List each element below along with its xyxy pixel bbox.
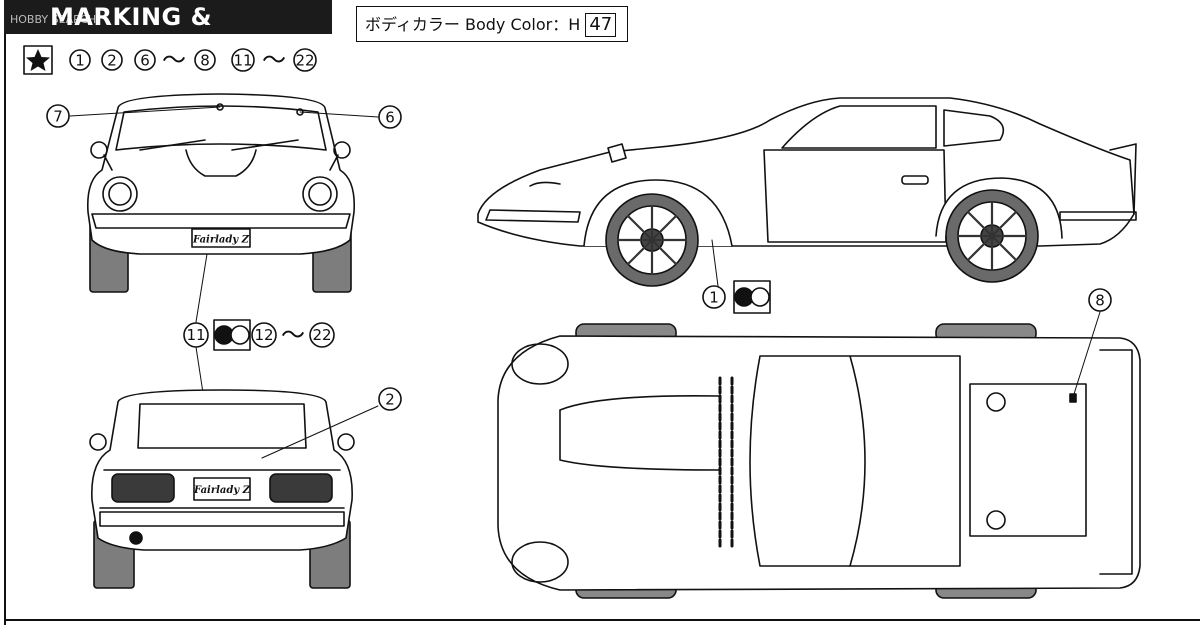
swatch-light-side [750, 287, 770, 307]
side-mirror [607, 143, 627, 163]
callout-8-text: 8 [1095, 292, 1105, 310]
front-headlight-right [302, 176, 338, 212]
front-mirror-left [90, 141, 108, 159]
front-bumper [91, 213, 351, 229]
star-part-1: 1 [69, 49, 91, 71]
watermark-text: HOBBY SEARCH [10, 13, 97, 26]
star-range-sep-1: 〜 [162, 46, 186, 74]
front-wiper-left [139, 139, 206, 151]
side-front-bumper [485, 209, 581, 223]
frame-border-bottom [4, 619, 1200, 621]
side-view: 1 [477, 97, 1137, 314]
star-part-22: 22 [293, 48, 317, 72]
body-color-box: ボディカラー Body Color：H 47 [356, 6, 628, 42]
side-window-front [781, 105, 937, 149]
section-title-bar: HOBBY SEARCH MARKING & PAINTING [4, 0, 332, 65]
rear-taillight-right [269, 473, 333, 503]
top-view: 8 [497, 288, 1141, 599]
rear-plate-text: Fairlady Z [193, 485, 251, 496]
front-headlight-left [102, 176, 138, 212]
rear-window [137, 403, 307, 449]
body-color-label: ボディカラー Body Color：H [365, 15, 581, 34]
star-part-8: 8 [194, 49, 216, 71]
top-roof [849, 355, 961, 567]
top-hatch [969, 383, 1087, 537]
front-mirror-right [333, 141, 351, 159]
callout-range-sep: 〜 [281, 321, 305, 349]
callout-11-text: 11 [186, 326, 205, 344]
rear-taillight-left [111, 473, 175, 503]
swatch-light-mid [230, 325, 250, 345]
callout-6-text: 6 [385, 109, 395, 127]
star-part-6: 6 [134, 49, 156, 71]
rear-mirror-left [89, 433, 107, 451]
side-window-rear [943, 109, 1005, 147]
rear-plate [193, 477, 251, 501]
star-part-22-text: 22 [295, 52, 314, 70]
star-marker-row: 1 2 6 〜 8 11 〜 22 [23, 45, 317, 75]
callout-2-text: 2 [385, 391, 395, 409]
top-headlight-right [511, 541, 569, 583]
callout-1-text: 1 [709, 289, 719, 307]
star-part-2-text: 2 [107, 52, 117, 70]
rear-view: Fairlady Z 2 [89, 387, 402, 589]
top-body-outline [497, 335, 1141, 591]
side-rear-bumper [1059, 211, 1137, 221]
top-headlight-left [511, 343, 569, 385]
rear-bumper [99, 511, 345, 527]
top-marker-8 [1069, 393, 1077, 403]
front-wiper-right [231, 139, 299, 151]
side-door-handle [901, 175, 929, 185]
rear-exhaust [129, 531, 143, 545]
callout-22-text: 22 [312, 326, 331, 344]
star-part-11: 11 [231, 48, 255, 72]
star-range-sep-2: 〜 [262, 46, 286, 74]
star-icon [26, 49, 50, 71]
front-plate [191, 228, 251, 248]
front-hood-bulge [185, 149, 257, 177]
star-part-11-text: 11 [233, 52, 252, 70]
callout-7-text: 7 [53, 108, 63, 126]
star-part-2: 2 [101, 49, 123, 71]
body-color-code: 47 [585, 13, 617, 37]
front-view: Fairlady Z 7 6 [46, 93, 402, 293]
rear-mirror-right [337, 433, 355, 451]
callout-12-text: 12 [254, 326, 273, 344]
front-plate-text: Fairlady Z [192, 235, 250, 246]
star-part-6-text: 6 [140, 52, 150, 70]
star-part-1-text: 1 [75, 52, 85, 70]
plate-callout-group: 11 12 〜 22 [183, 319, 335, 351]
star-part-8-text: 8 [200, 52, 210, 70]
frame-border-left [4, 0, 6, 625]
